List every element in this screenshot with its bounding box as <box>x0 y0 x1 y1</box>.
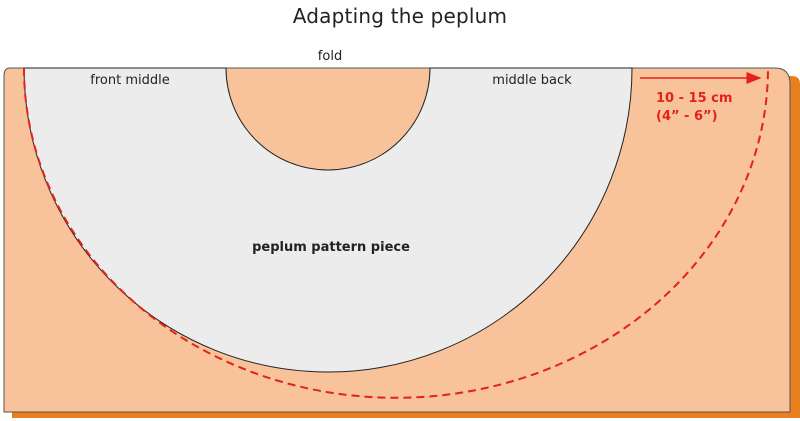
extension-metric-label: 10 - 15 cm <box>656 91 732 106</box>
extension-imperial-label: (4” - 6”) <box>656 109 718 124</box>
fold-label: fold <box>318 49 342 64</box>
extended-cut-line <box>23 67 769 399</box>
pattern-piece-label: peplum pattern piece <box>252 240 410 255</box>
front-middle-label: front middle <box>90 73 169 88</box>
middle-back-label: middle back <box>492 73 572 88</box>
diagram-title: Adapting the peplum <box>292 4 508 28</box>
